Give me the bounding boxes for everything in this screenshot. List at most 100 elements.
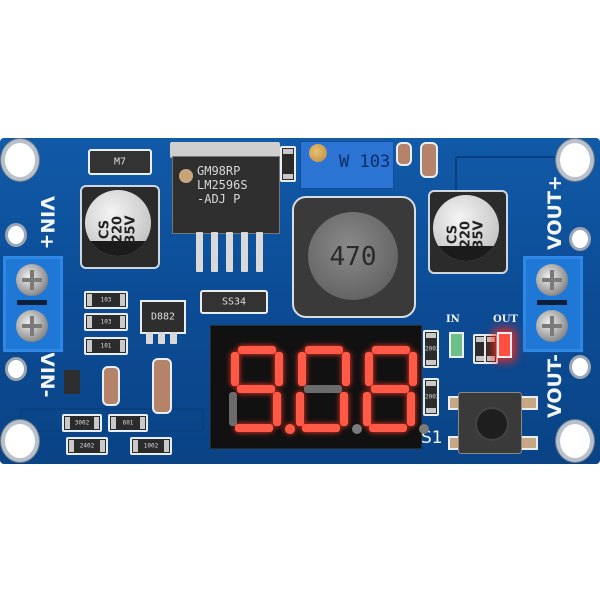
mounting-hole-bottom-right: [560, 424, 590, 458]
decimal-point: [419, 424, 429, 434]
pot-adjust-screw-icon[interactable]: [309, 144, 327, 162]
regulator-heat-tab: [170, 142, 280, 158]
transistor-pin: [158, 332, 165, 344]
output-capacitor: CS 220 35V: [428, 190, 508, 274]
segment-b: [409, 352, 417, 386]
display-digit-1: [229, 346, 295, 434]
segment-g: [237, 385, 275, 393]
trim-potentiometer[interactable]: W 103: [300, 141, 394, 189]
vin-terminal-block[interactable]: [2, 255, 64, 353]
decimal-point: [352, 424, 362, 434]
output-capacitor-top: CS 220 35V: [433, 195, 499, 261]
seven-segment-display: [210, 325, 429, 449]
schottky-diode-ss34: SS34: [200, 290, 268, 314]
vin-minus-screw[interactable]: [16, 310, 48, 342]
diode-m7-marking: M7: [113, 156, 127, 168]
segment-c: [340, 392, 348, 426]
regulator-pin: [196, 232, 203, 272]
resistor-smd: 601: [108, 414, 148, 432]
vout-plus-label: VOUT+: [544, 175, 566, 250]
transistor-pin: [146, 332, 153, 344]
resistor-smd: 1002: [130, 437, 172, 455]
regulator-ic-lm2596: GM98RP LM2596S -ADJ P: [172, 156, 280, 234]
power-inductor: 470: [292, 196, 416, 318]
input-capacitor: CS 220 35V: [80, 185, 160, 269]
decimal-point: [285, 424, 295, 434]
segment-d: [369, 424, 407, 432]
resistor-smd: 2002: [423, 378, 439, 416]
pcb-trace: [455, 156, 557, 198]
segment-a: [372, 346, 410, 354]
switch-button-cap[interactable]: [475, 407, 509, 441]
ss34-marking: SS34: [221, 296, 247, 308]
vin-minus-label: VIN-: [36, 352, 58, 398]
ceramic-capacitor: [102, 366, 120, 406]
led-in: [449, 332, 464, 358]
output-capacitor-marking: CS 220 35V: [445, 220, 487, 249]
resistor-smd: 101: [84, 337, 128, 355]
resistor-smd: 2002: [423, 330, 439, 368]
segment-c: [273, 392, 281, 426]
segment-a: [238, 346, 276, 354]
vout-plus-screw[interactable]: [536, 264, 568, 296]
segment-e: [296, 392, 304, 426]
resistor-smd: 3002: [62, 414, 102, 432]
segment-d: [235, 424, 273, 432]
vout-minus-screw[interactable]: [536, 310, 568, 342]
capacitor-polarity-stripe: [85, 241, 151, 256]
vout-minus-label: VOUT-: [544, 353, 566, 418]
resistor-smd: [484, 334, 498, 364]
mounting-hole-top-right: [560, 143, 590, 177]
segment-e: [229, 392, 237, 426]
segment-f: [298, 352, 306, 386]
input-capacitor-marking: CS 220 35V: [97, 215, 139, 244]
regulator-marking-1: GM98RP: [197, 164, 241, 178]
led-out: [497, 332, 512, 358]
vout-terminal-block[interactable]: [522, 255, 584, 353]
pad-hole-vout-plus: [572, 230, 588, 248]
segment-c: [407, 392, 415, 426]
segment-a: [305, 346, 343, 354]
segment-g: [304, 385, 342, 393]
display-digit-3: [363, 346, 429, 434]
ceramic-capacitor: [396, 142, 412, 166]
segment-b: [275, 352, 283, 386]
segment-b: [342, 352, 350, 386]
pad-hole-vin-plus: [8, 226, 24, 244]
regulator-pin: [211, 232, 218, 272]
pad-hole-vout-minus: [572, 358, 588, 376]
resistor-smd: 2402: [66, 437, 108, 455]
regulator-pin: [226, 232, 233, 272]
mounting-hole-bottom-left: [5, 424, 35, 458]
regulator-pin: [256, 232, 263, 272]
resistor-smd: [280, 146, 296, 182]
small-transistor: [64, 370, 80, 394]
d882-marking: D882: [150, 311, 176, 323]
regulator-pin: [241, 232, 248, 272]
display-digit-2: [296, 346, 362, 434]
vin-plus-screw[interactable]: [16, 264, 48, 296]
segment-d: [302, 424, 340, 432]
led-in-label: IN: [446, 314, 460, 325]
input-capacitor-top: CS 220 35V: [85, 190, 151, 256]
ceramic-capacitor: [420, 142, 438, 178]
pad-hole-vin-minus: [8, 360, 24, 378]
segment-f: [365, 352, 373, 386]
vin-plus-label: VIN+: [36, 196, 58, 250]
regulator-marking-3: -ADJ P: [197, 192, 241, 206]
transistor-pin: [170, 332, 177, 344]
switch-leg: [520, 396, 538, 410]
pot-marking: W 103: [339, 152, 391, 172]
switch-leg: [520, 436, 538, 450]
inductor-core: 470: [308, 212, 398, 300]
tactile-switch-s1[interactable]: [458, 392, 522, 454]
ceramic-capacitor: [152, 358, 172, 414]
transistor-d882: D882: [140, 300, 186, 334]
mounting-hole-top-left: [5, 143, 35, 177]
resistor-smd: 103: [84, 313, 128, 331]
terminal-slot: [17, 300, 47, 305]
resistor-smd: 103: [84, 291, 128, 309]
led-out-label: OUT: [493, 314, 518, 325]
ic-logo-icon: [179, 169, 193, 183]
terminal-slot: [537, 300, 567, 305]
